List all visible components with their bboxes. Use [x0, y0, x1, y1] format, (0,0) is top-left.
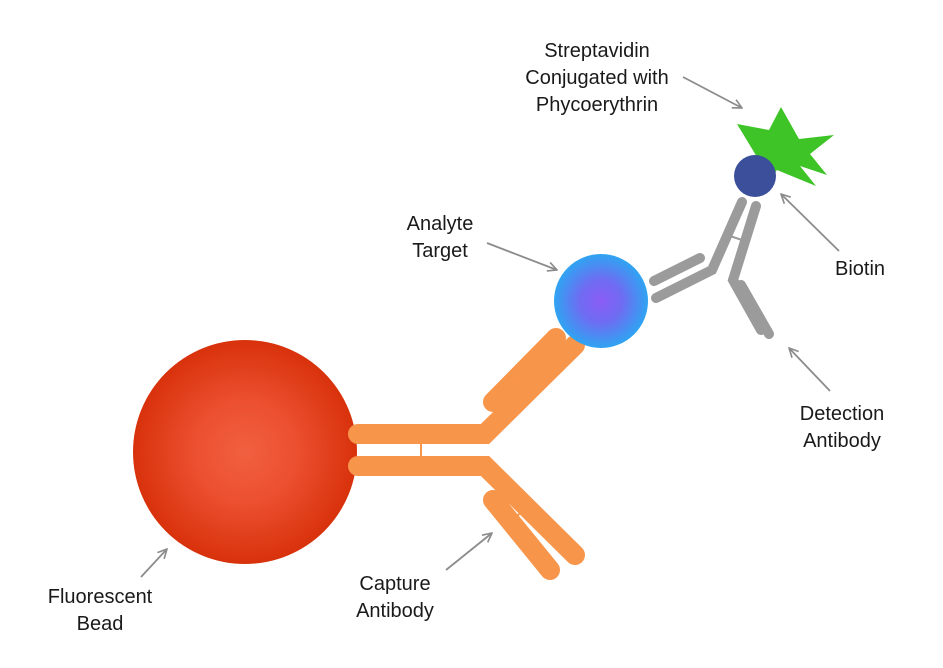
streptavidin-arrow — [682, 76, 742, 108]
fluorescent-bead-label: Fluorescent Bead — [10, 584, 190, 638]
streptavidin-label: Streptavidin Conjugated with Phycoerythr… — [462, 38, 732, 119]
detection-antibody — [649, 197, 774, 339]
capture-arrow — [445, 533, 492, 571]
capture-antibody-disulfide-bonds — [420, 375, 523, 519]
biotin-label: Biotin — [810, 256, 910, 283]
streptavidin-label-line-2: Conjugated with — [525, 67, 669, 89]
detection-antibody-light-chain-left — [649, 253, 705, 286]
detection-antibody-label: Detection Antibody — [752, 401, 932, 455]
capture-antibody-label: Capture Antibody — [300, 571, 490, 625]
analyte-label-line-2: Target — [412, 240, 468, 262]
biotin-arrow — [781, 194, 840, 252]
capture-label-line-2: Antibody — [356, 600, 434, 622]
detection-label-line-1: Detection — [799, 403, 885, 425]
detection-arrow — [789, 348, 831, 392]
capture-antibody-light-chain-upper — [483, 328, 566, 412]
capture-label-line-1: Capture — [359, 573, 431, 595]
biotin — [734, 155, 776, 197]
detection-antibody-disulfide-bond — [729, 235, 743, 241]
analyte-label-line-1: Analyte — [406, 213, 474, 235]
biotin-label-line-1: Biotin — [834, 258, 886, 280]
detection-antibody-light-chain-right — [736, 280, 774, 339]
capture-antibody-light-chain-lower — [483, 490, 560, 580]
fluorescent-bead — [133, 340, 357, 564]
analyte-arrow — [486, 242, 557, 270]
capture-antibody-heavy-chain-upper — [348, 335, 585, 444]
pointer-arrows — [140, 76, 840, 578]
capture-antibody — [348, 328, 585, 580]
detection-antibody-heavy-chain-left — [651, 197, 747, 303]
bead-label-line-2: Bead — [76, 613, 124, 635]
streptavidin-label-line-1: Streptavidin — [544, 40, 650, 62]
capture-antibody-heavy-chain-lower — [348, 456, 585, 565]
analyte-target — [554, 254, 648, 348]
streptavidin-label-line-3: Phycoerythrin — [535, 94, 659, 116]
analyte-target-label: Analyte Target — [370, 211, 510, 265]
detection-label-line-2: Antibody — [803, 430, 881, 452]
bead-label-line-1: Fluorescent — [47, 586, 153, 608]
bead-arrow — [140, 549, 167, 578]
